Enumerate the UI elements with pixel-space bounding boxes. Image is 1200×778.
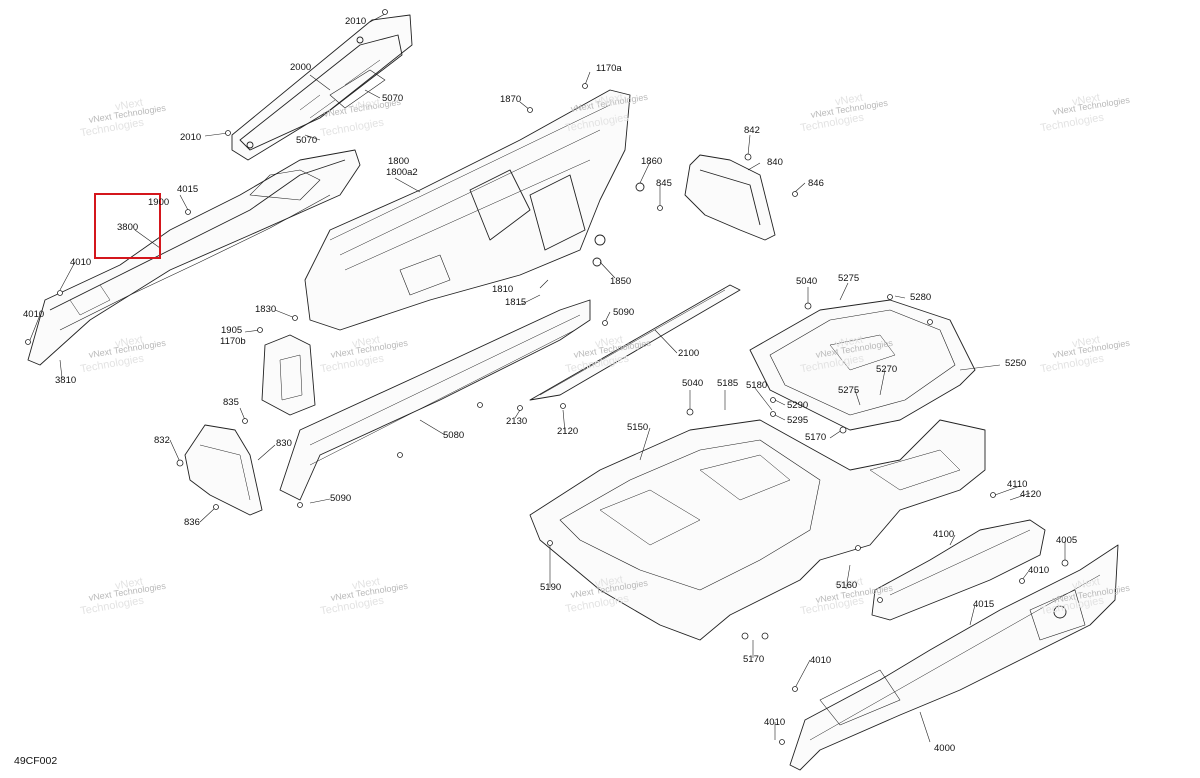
part-840-bracket: [635, 154, 776, 241]
part-5250-floor: [749, 299, 976, 431]
callout-5180[interactable]: 5180: [746, 380, 768, 391]
callout-1905[interactable]: 1905: [221, 325, 243, 336]
part-5150-floor: [529, 419, 986, 641]
callout-4000[interactable]: 4000: [934, 743, 956, 754]
callout-3810[interactable]: 3810: [55, 375, 77, 386]
callout-5080[interactable]: 5080: [443, 430, 465, 441]
callout-1810[interactable]: 1810: [492, 284, 514, 295]
callout-4100[interactable]: 4100: [933, 529, 955, 540]
part-2000-bracket: [231, 14, 413, 161]
callout-5070[interactable]: 5070: [296, 135, 318, 146]
callout-842[interactable]: 842: [744, 125, 760, 136]
callout-5275[interactable]: 5275: [838, 273, 860, 284]
callout-4010[interactable]: 4010: [1028, 565, 1050, 576]
callout-2000[interactable]: 2000: [290, 62, 312, 73]
callout-1800[interactable]: 1800: [388, 156, 410, 167]
callout-832[interactable]: 832: [154, 435, 170, 446]
callout-5270[interactable]: 5270: [876, 364, 898, 375]
callout-5070[interactable]: 5070: [382, 93, 404, 104]
highlight-box: [94, 193, 161, 259]
callout-1170a[interactable]: 1170a: [596, 63, 622, 74]
part-1830-post: [261, 334, 316, 416]
callout-4010[interactable]: 4010: [70, 257, 92, 268]
part-1800-firewall: [304, 89, 631, 331]
callout-5280[interactable]: 5280: [910, 292, 932, 303]
part-3800-left-panel: [27, 149, 361, 366]
callout-3800[interactable]: 3800: [117, 222, 139, 233]
callout-5190[interactable]: 5190: [540, 582, 562, 593]
callout-5160[interactable]: 5160: [836, 580, 858, 591]
callout-2130[interactable]: 2130: [506, 416, 528, 427]
part-4000-panel: [789, 544, 1119, 771]
callout-5185[interactable]: 5185: [717, 378, 739, 389]
callout-845[interactable]: 845: [656, 178, 672, 189]
callout-4015[interactable]: 4015: [973, 599, 995, 610]
callout-4015[interactable]: 4015: [177, 184, 199, 195]
callout-5090[interactable]: 5090: [613, 307, 635, 318]
callout-5170[interactable]: 5170: [743, 654, 765, 665]
callout-4010[interactable]: 4010: [810, 655, 832, 666]
callout-5040[interactable]: 5040: [682, 378, 704, 389]
part-2100-beam: [279, 284, 741, 501]
part-4100-tunnel: [871, 519, 1046, 621]
callout-2010[interactable]: 2010: [180, 132, 202, 143]
callout-1870[interactable]: 1870: [500, 94, 522, 105]
callout-4110[interactable]: 4110: [1007, 479, 1028, 490]
figure-id: 49CF002: [14, 755, 58, 767]
part-830-bracket: [184, 424, 263, 516]
callout-4010[interactable]: 4010: [764, 717, 786, 728]
callout-2010[interactable]: 2010: [345, 16, 367, 27]
callout-846[interactable]: 846: [808, 178, 824, 189]
callout-1850[interactable]: 1850: [610, 276, 632, 287]
callout-4120[interactable]: 4120: [1020, 489, 1042, 500]
callout-5170[interactable]: 5170: [805, 432, 827, 443]
callout-5090[interactable]: 5090: [330, 493, 352, 504]
callout-5295[interactable]: 5295: [787, 415, 809, 426]
callout-2100[interactable]: 2100: [678, 348, 700, 359]
callout-4005[interactable]: 4005: [1056, 535, 1078, 546]
callout-2120[interactable]: 2120: [557, 426, 579, 437]
callout-830[interactable]: 830: [276, 438, 292, 449]
callout-4010[interactable]: 4010: [23, 309, 45, 320]
callout-5275[interactable]: 5275: [838, 385, 860, 396]
callout-840[interactable]: 840: [767, 157, 783, 168]
callout-5250[interactable]: 5250: [1005, 358, 1027, 369]
callout-1815[interactable]: 1815: [505, 297, 527, 308]
callout-1860[interactable]: 1860: [641, 156, 663, 167]
callout-836[interactable]: 836: [184, 517, 200, 528]
callout-1900[interactable]: 1900: [148, 197, 170, 208]
callout-5150[interactable]: 5150: [627, 422, 649, 433]
callout-1170b[interactable]: 1170b: [220, 336, 246, 347]
callout-5290[interactable]: 5290: [787, 400, 809, 411]
callout-5040[interactable]: 5040: [796, 276, 818, 287]
callout-1800a2[interactable]: 1800a2: [386, 167, 418, 178]
callout-1830[interactable]: 1830: [255, 304, 277, 315]
callout-835[interactable]: 835: [223, 397, 239, 408]
